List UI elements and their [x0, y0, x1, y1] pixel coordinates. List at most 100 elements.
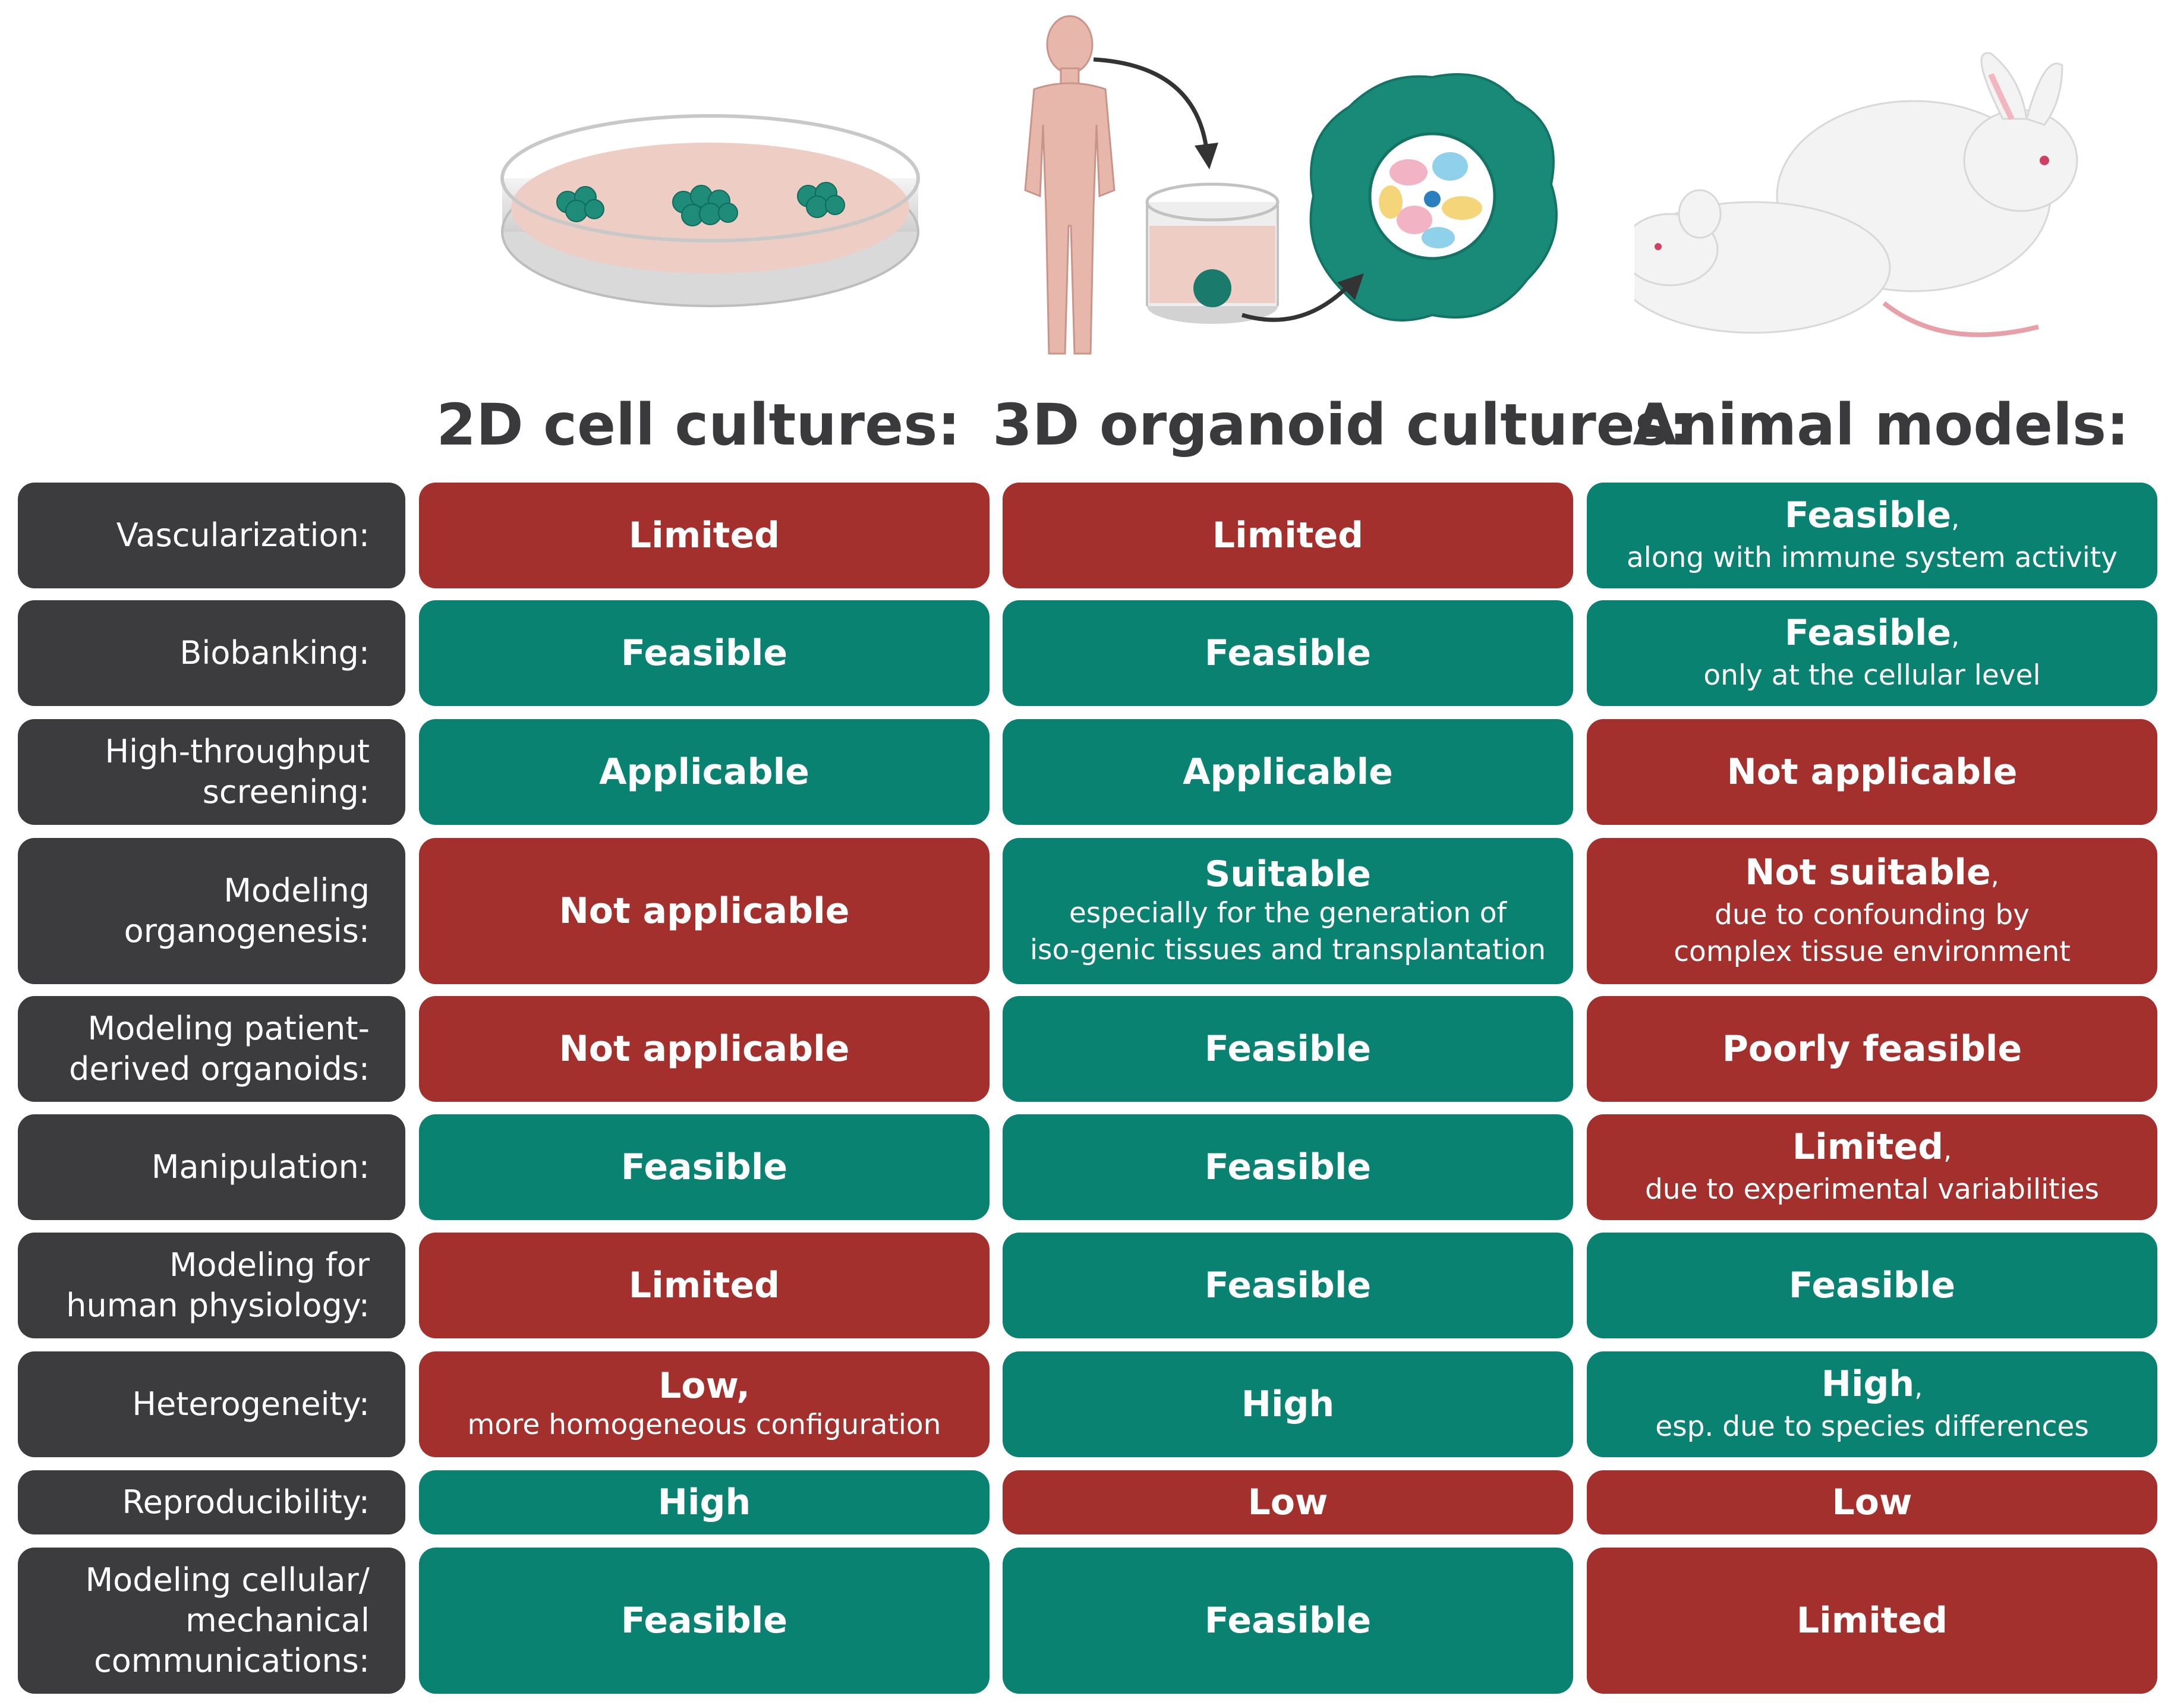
cell-value: Feasible — [1205, 632, 1371, 674]
cell-value: Feasible — [1205, 1600, 1371, 1641]
table-cell: Low — [1587, 1470, 2157, 1534]
table-cell: Not suitable,due to confounding by compl… — [1587, 838, 2157, 984]
cell-value-text: Applicable — [599, 751, 809, 793]
cell-value-text: Not applicable — [559, 1028, 850, 1070]
cell-value: Not applicable — [1727, 751, 2018, 793]
table-cell: Limited — [419, 1233, 990, 1338]
cell-value: Limited — [629, 1265, 780, 1306]
table-cell: Low,more homogeneous configuration — [419, 1351, 990, 1457]
table-cell: Feasible,only at the cellular level — [1587, 600, 2157, 706]
cell-value-text: Feasible — [620, 632, 788, 674]
cell-value: Suitable — [1205, 853, 1371, 895]
row-label: High-throughput screening: — [18, 719, 405, 825]
cell-value-text: Applicable — [1183, 751, 1393, 793]
table-cell: Feasible — [1003, 600, 1573, 706]
cell-value-comma: , — [1990, 861, 1999, 891]
cell-value: Feasible, — [1785, 612, 1959, 657]
cell-value: Feasible — [1205, 1265, 1371, 1306]
cell-value: Limited, — [1792, 1126, 1952, 1171]
cell-value: High, — [1822, 1363, 1923, 1408]
table-cell: Feasible,along with immune system activi… — [1587, 483, 2157, 588]
row-label-text: Reproducibility: — [122, 1483, 370, 1521]
cell-value-text: Feasible — [1204, 1265, 1372, 1306]
table-cell: High — [419, 1470, 990, 1534]
cell-value-text: Suitable — [1205, 853, 1371, 895]
cell-value-text: Not applicable — [559, 890, 850, 932]
cell-value: Not suitable, — [1745, 852, 1999, 897]
cell-value: High — [658, 1482, 751, 1523]
table-cell: Applicable — [1003, 719, 1573, 825]
row-label: Modeling cellular/ mechanical communicat… — [18, 1548, 405, 1694]
cell-value-text: Limited — [628, 515, 780, 556]
cell-detail: esp. due to species differences — [1655, 1410, 2089, 1443]
cell-value-text: Not applicable — [1726, 751, 2018, 793]
cell-value-text: Feasible — [1204, 1146, 1372, 1188]
table-cell: Limited,due to experimental variabilitie… — [1587, 1114, 2157, 1220]
row-label: Modeling patient- derived organoids: — [18, 996, 405, 1102]
cell-value-text: Limited — [1212, 515, 1364, 556]
row-label: Vascularization: — [18, 483, 405, 588]
row-label: Heterogeneity: — [18, 1351, 405, 1457]
table-cell: Feasible — [1003, 996, 1573, 1102]
cell-value-text: High — [1241, 1384, 1335, 1425]
cell-value-text: Feasible — [620, 1600, 788, 1641]
row-label-text: Vascularization: — [116, 516, 370, 554]
table-cell: Feasible — [1587, 1233, 2157, 1338]
row-label-text: Biobanking: — [179, 634, 370, 672]
cell-value-text: Not suitable — [1745, 852, 1991, 893]
row-label-text: High-throughput screening: — [105, 733, 370, 811]
table-cell: Not applicable — [419, 838, 990, 984]
cell-value-comma: , — [1951, 503, 1960, 534]
table-cell: Limited — [419, 483, 990, 588]
cell-value-text: High — [657, 1482, 751, 1523]
table-cell: Limited — [1003, 483, 1573, 588]
cell-value: Applicable — [1183, 751, 1393, 793]
cell-detail: only at the cellular level — [1703, 659, 2041, 692]
cell-value-text: Feasible — [1784, 612, 1952, 654]
table-cell: Poorly feasible — [1587, 996, 2157, 1102]
cell-value: High — [1242, 1384, 1334, 1425]
table-cell: Feasible — [419, 1114, 990, 1220]
row-label-text: Modeling cellular/ mechanical communicat… — [85, 1561, 370, 1679]
organoid-blob-icon — [1309, 73, 1558, 322]
table-cell: Limited — [1587, 1548, 2157, 1694]
human-body-icon — [1024, 15, 1116, 355]
table-cell: Feasible — [1003, 1233, 1573, 1338]
cell-detail: due to experimental variabilities — [1644, 1173, 2100, 1206]
cell-value-text: Low — [1247, 1482, 1328, 1523]
cell-value-comma: , — [1914, 1372, 1923, 1403]
table-cell: Feasible — [1003, 1114, 1573, 1220]
cell-value-comma: , — [1951, 621, 1960, 651]
cell-value: Low, — [658, 1365, 750, 1407]
table-cell: Not applicable — [1587, 719, 2157, 825]
cell-value-text: Feasible — [1204, 632, 1372, 674]
table-cell: Feasible — [1003, 1548, 1573, 1694]
row-label-text: Modeling patient- derived organoids: — [69, 1010, 370, 1088]
cell-value: Feasible — [1205, 1146, 1371, 1188]
table-cell: Applicable — [419, 719, 990, 825]
cell-value-text: Limited — [628, 1265, 780, 1306]
cell-value: Limited — [1212, 515, 1363, 556]
cell-value-text: Low, — [658, 1365, 750, 1407]
arrow-icon — [1093, 57, 1218, 169]
cell-value-text: Low — [1832, 1482, 1912, 1523]
arrow-icon — [1241, 273, 1364, 322]
cell-detail: more homogeneous configuration — [467, 1408, 941, 1441]
cell-value: Applicable — [599, 751, 809, 793]
row-label-text: Heterogeneity: — [132, 1385, 370, 1423]
cell-value-text: High — [1821, 1363, 1915, 1405]
cell-value-text: Poorly feasible — [1722, 1028, 2022, 1070]
cell-value: Feasible — [621, 1600, 787, 1641]
cell-value-text: Feasible — [1784, 494, 1952, 536]
row-label: Modeling for human physiology: — [18, 1233, 405, 1338]
table-cell: High,esp. due to species differences — [1587, 1351, 2157, 1457]
cell-value: Low — [1248, 1482, 1328, 1523]
row-label: Biobanking: — [18, 600, 405, 706]
row-label: Modeling organogenesis: — [18, 838, 405, 984]
organoid-well-icon — [1145, 182, 1280, 324]
rabbit-and-rat-icon — [1634, 52, 2078, 338]
cell-detail: especially for the generation of iso-gen… — [1029, 897, 1546, 966]
table-cell: High — [1003, 1351, 1573, 1457]
row-label: Reproducibility: — [18, 1470, 405, 1534]
